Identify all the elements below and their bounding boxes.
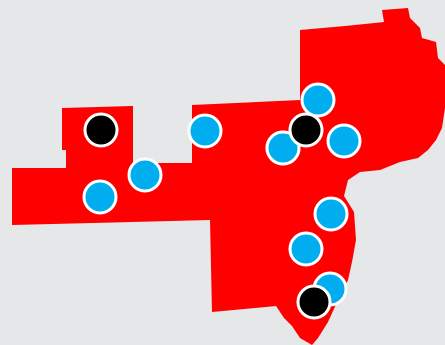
map-marker-blue[interactable] xyxy=(326,123,362,159)
map-marker-black[interactable] xyxy=(288,112,324,148)
map-region-west xyxy=(12,8,445,345)
map-marker-blue[interactable] xyxy=(82,179,118,215)
region-layer xyxy=(12,8,445,345)
map-marker-black[interactable] xyxy=(296,284,332,320)
map-marker-blue[interactable] xyxy=(127,157,163,193)
map-marker-blue[interactable] xyxy=(265,130,301,166)
map-marker-blue[interactable] xyxy=(187,113,223,149)
map-marker-blue[interactable] xyxy=(313,196,349,232)
map-marker-black[interactable] xyxy=(83,112,119,148)
map-marker-blue[interactable] xyxy=(300,82,336,118)
map-marker-blue[interactable] xyxy=(288,231,324,267)
marker-layer xyxy=(82,82,362,320)
